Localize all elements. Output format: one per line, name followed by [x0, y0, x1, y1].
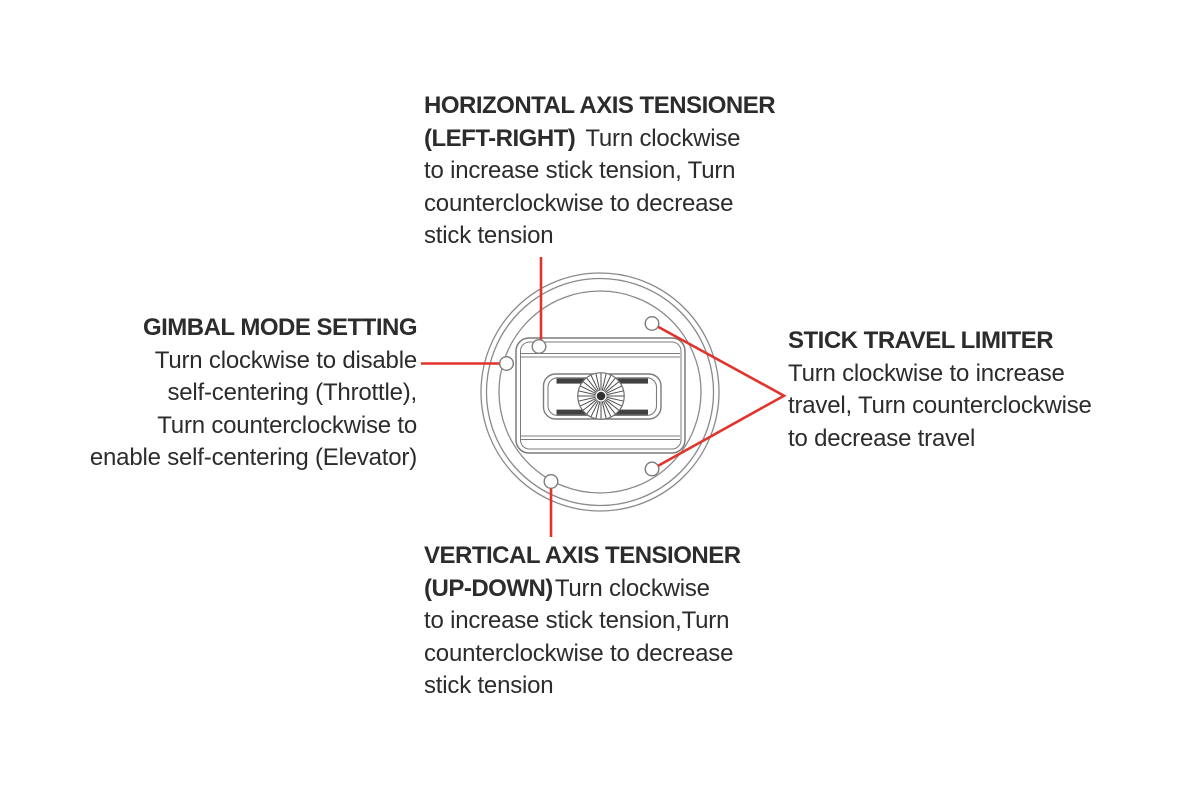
annotation-line: Turn counterclockwise to — [157, 411, 417, 439]
leader-lines — [421, 257, 787, 537]
gear-knurling — [578, 373, 624, 419]
annotation-title: GIMBAL MODE SETTING — [142, 314, 418, 341]
inner-ring — [498, 290, 702, 494]
annotation-line: Turn clockwise to disable — [154, 346, 417, 374]
annotation-text: Turn clockwise — [585, 124, 741, 152]
annotation-line: to decrease travel — [788, 424, 976, 452]
annotation-line: Turn clockwise to increase — [788, 359, 1065, 387]
annotation-title: VERTICAL AXIS TENSIONER — [424, 542, 741, 569]
housing-rings — [480, 272, 720, 512]
annotation-line: enable self-centering (Elevator) — [89, 444, 417, 471]
screw-travel-limiter-bottom — [644, 461, 660, 477]
base-plate-inner — [520, 341, 682, 450]
annotation-line: counterclockwise to decrease — [424, 189, 734, 217]
tension-gear — [577, 372, 625, 420]
annotation-line: to increase stick tension,Turn — [424, 607, 730, 634]
gear-center-dot — [596, 391, 606, 401]
screw-gimbal-mode — [499, 356, 515, 372]
screw-vertical-tensioner — [543, 474, 559, 490]
annotation-text: Turn clockwise — [554, 574, 710, 602]
base-plate-band-lines — [521, 352, 680, 441]
annotation-vertical-axis-tensioner: VERTICAL AXIS TENSIONER (UP-DOWN)Turn cl… — [424, 540, 741, 703]
annotation-line: (LEFT-RIGHT) Turn clockwise — [424, 123, 775, 156]
annotation-line: to increase stick tension, Turn — [424, 157, 736, 184]
annotation-subtitle: (UP-DOWN) — [424, 574, 553, 602]
screw-horizontal-tensioner — [531, 339, 547, 355]
annotation-subtitle: (LEFT-RIGHT) — [424, 124, 576, 152]
annotation-line: travel, Turn counterclockwise — [788, 392, 1092, 419]
annotation-line: (UP-DOWN)Turn clockwise — [424, 573, 741, 606]
middle-ring — [485, 277, 715, 507]
adjustment-screws — [499, 316, 660, 490]
annotation-gimbal-mode-setting: GIMBAL MODE SETTING Turn clockwise to di… — [89, 312, 418, 475]
annotation-line: self-centering (Throttle), — [167, 379, 417, 406]
screw-travel-limiter-top — [644, 316, 660, 332]
annotation-line: stick tension — [424, 672, 554, 699]
outer-ring — [480, 272, 720, 512]
annotation-stick-travel-limiter: STICK TRAVEL LIMITER Turn clockwise to i… — [788, 325, 1092, 455]
annotation-horizontal-axis-tensioner: HORIZONTAL AXIS TENSIONER (LEFT-RIGHT) Tu… — [424, 90, 776, 253]
annotation-title: STICK TRAVEL LIMITER — [788, 327, 1054, 354]
annotation-title: HORIZONTAL AXIS TENSIONER — [424, 92, 776, 119]
leader-line-travel-limiter — [657, 325, 787, 467]
annotation-line: counterclockwise to decrease — [424, 639, 734, 667]
annotation-line: stick tension — [424, 222, 554, 249]
